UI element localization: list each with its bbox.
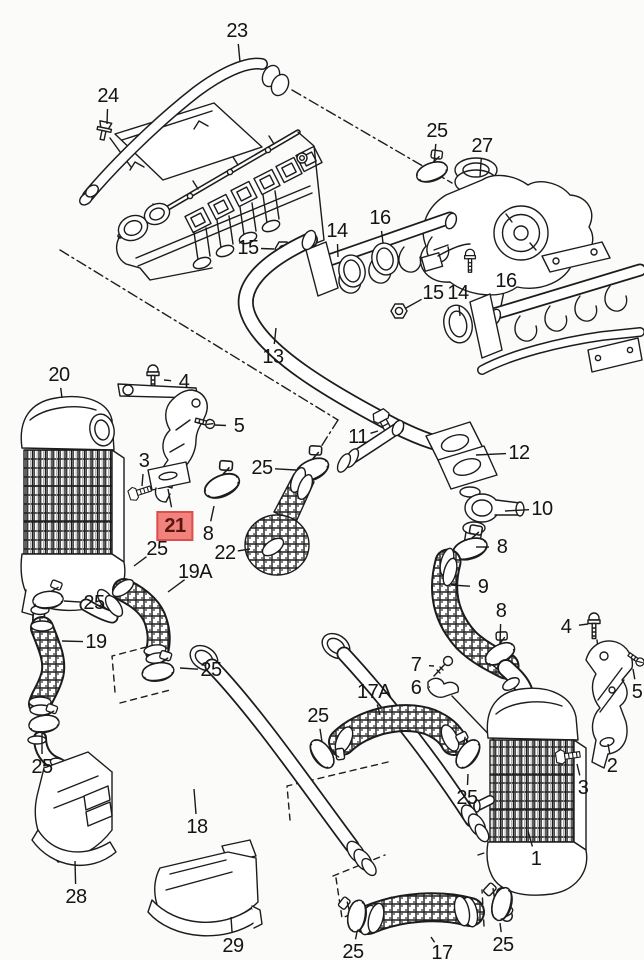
turbocharger-27 xyxy=(409,145,611,296)
pipe-18-upper xyxy=(321,632,490,843)
bolt-7 xyxy=(433,655,454,677)
bracket-2-assembly xyxy=(554,612,644,769)
intake-manifold-engine xyxy=(109,102,325,281)
bolt-3-left xyxy=(126,481,154,503)
charge-stub-pipe xyxy=(336,419,405,473)
pipe-18-lower xyxy=(189,644,377,877)
hose-17A xyxy=(328,704,468,756)
intercooler-1 xyxy=(473,659,588,922)
nut-15-right xyxy=(390,303,408,319)
hose-22 xyxy=(244,467,315,576)
charge-pipe-13 xyxy=(237,229,470,455)
bracket-21-assembly xyxy=(117,364,217,503)
clamp-25-turbo xyxy=(409,145,452,187)
hose-19 xyxy=(28,616,66,716)
air-duct-28 xyxy=(31,751,117,866)
air-duct-29 xyxy=(147,839,263,937)
hose-23 xyxy=(79,57,290,206)
manifold-center-16 xyxy=(274,211,471,297)
flanges-12-valve-10 xyxy=(425,421,525,545)
stud-4-right xyxy=(587,612,601,640)
bracket-6 xyxy=(427,677,499,745)
hose-17 xyxy=(353,892,485,936)
hose-19A xyxy=(111,578,171,664)
clamp-8-left xyxy=(194,455,246,504)
manifold-right-16 xyxy=(390,248,644,375)
